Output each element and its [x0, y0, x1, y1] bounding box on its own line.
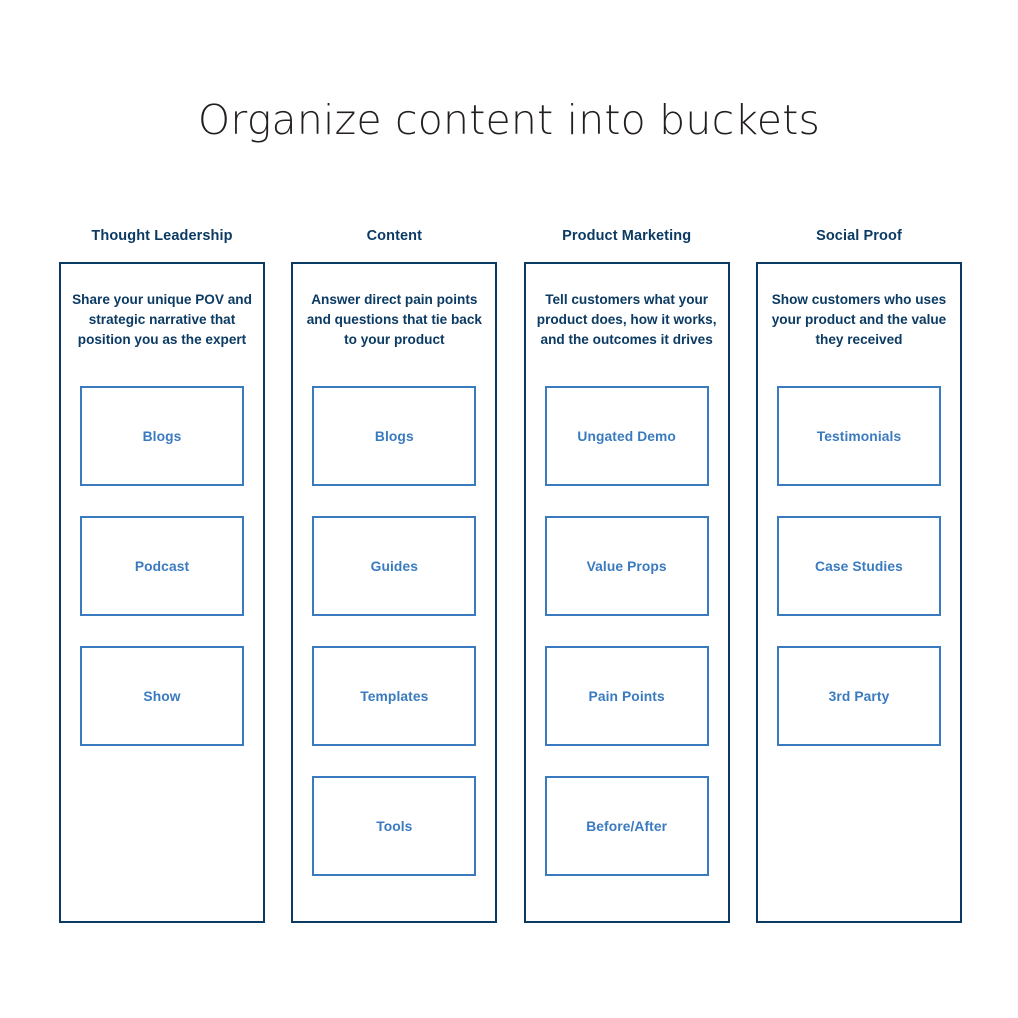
column-header-product-marketing: Product Marketing	[562, 228, 692, 244]
item-box[interactable]: Show	[80, 646, 244, 746]
item-box[interactable]: Tools	[312, 776, 477, 876]
column-description-social-proof: Show customers who uses your product and…	[771, 292, 947, 347]
bucket-columns: Thought Leadership Share your unique POV…	[59, 228, 962, 923]
item-box[interactable]: 3rd Party	[776, 646, 941, 746]
item-box[interactable]: Guides	[312, 516, 477, 616]
item-box[interactable]: Blogs	[312, 386, 477, 486]
bucket-column-thought-leadership: Thought Leadership Share your unique POV…	[59, 228, 265, 923]
item-box[interactable]: Podcast	[80, 516, 244, 616]
column-header-content: Content	[366, 228, 423, 244]
item-list-social-proof: Testimonials Case Studies 3rd Party	[776, 386, 941, 746]
item-box[interactable]: Before/After	[544, 776, 709, 876]
item-box[interactable]: Blogs	[80, 386, 244, 486]
column-body-thought-leadership: Share your unique POV and strategic narr…	[59, 262, 265, 923]
column-body-product-marketing: Tell customers what your product does, h…	[523, 262, 730, 923]
item-box[interactable]: Value Props	[544, 516, 709, 616]
column-description-product-marketing: Tell customers what your product does, h…	[536, 292, 717, 347]
item-list-content: Blogs Guides Templates Tools	[312, 386, 477, 876]
column-header-thought-leadership: Thought Leadership	[91, 228, 233, 244]
item-list-thought-leadership: Blogs Podcast Show	[80, 386, 244, 746]
bucket-column-social-proof: Social Proof Show customers who uses you…	[755, 228, 962, 923]
column-description-content: Answer direct pain points and questions …	[306, 292, 482, 347]
column-body-content: Answer direct pain points and questions …	[291, 262, 498, 923]
column-description-thought-leadership: Share your unique POV and strategic narr…	[72, 292, 252, 347]
item-box[interactable]: Testimonials	[776, 386, 941, 486]
column-header-social-proof: Social Proof	[816, 228, 902, 244]
bucket-column-content: Content Answer direct pain points and qu…	[291, 228, 498, 923]
item-list-product-marketing: Ungated Demo Value Props Pain Points Bef…	[544, 386, 709, 876]
bucket-column-product-marketing: Product Marketing Tell customers what yo…	[523, 228, 730, 923]
column-body-social-proof: Show customers who uses your product and…	[755, 262, 962, 923]
item-box[interactable]: Pain Points	[544, 646, 709, 746]
item-box[interactable]: Ungated Demo	[544, 386, 709, 486]
item-box[interactable]: Templates	[312, 646, 477, 746]
page-title: Organize content into buckets	[197, 96, 821, 144]
item-box[interactable]: Case Studies	[776, 516, 941, 616]
